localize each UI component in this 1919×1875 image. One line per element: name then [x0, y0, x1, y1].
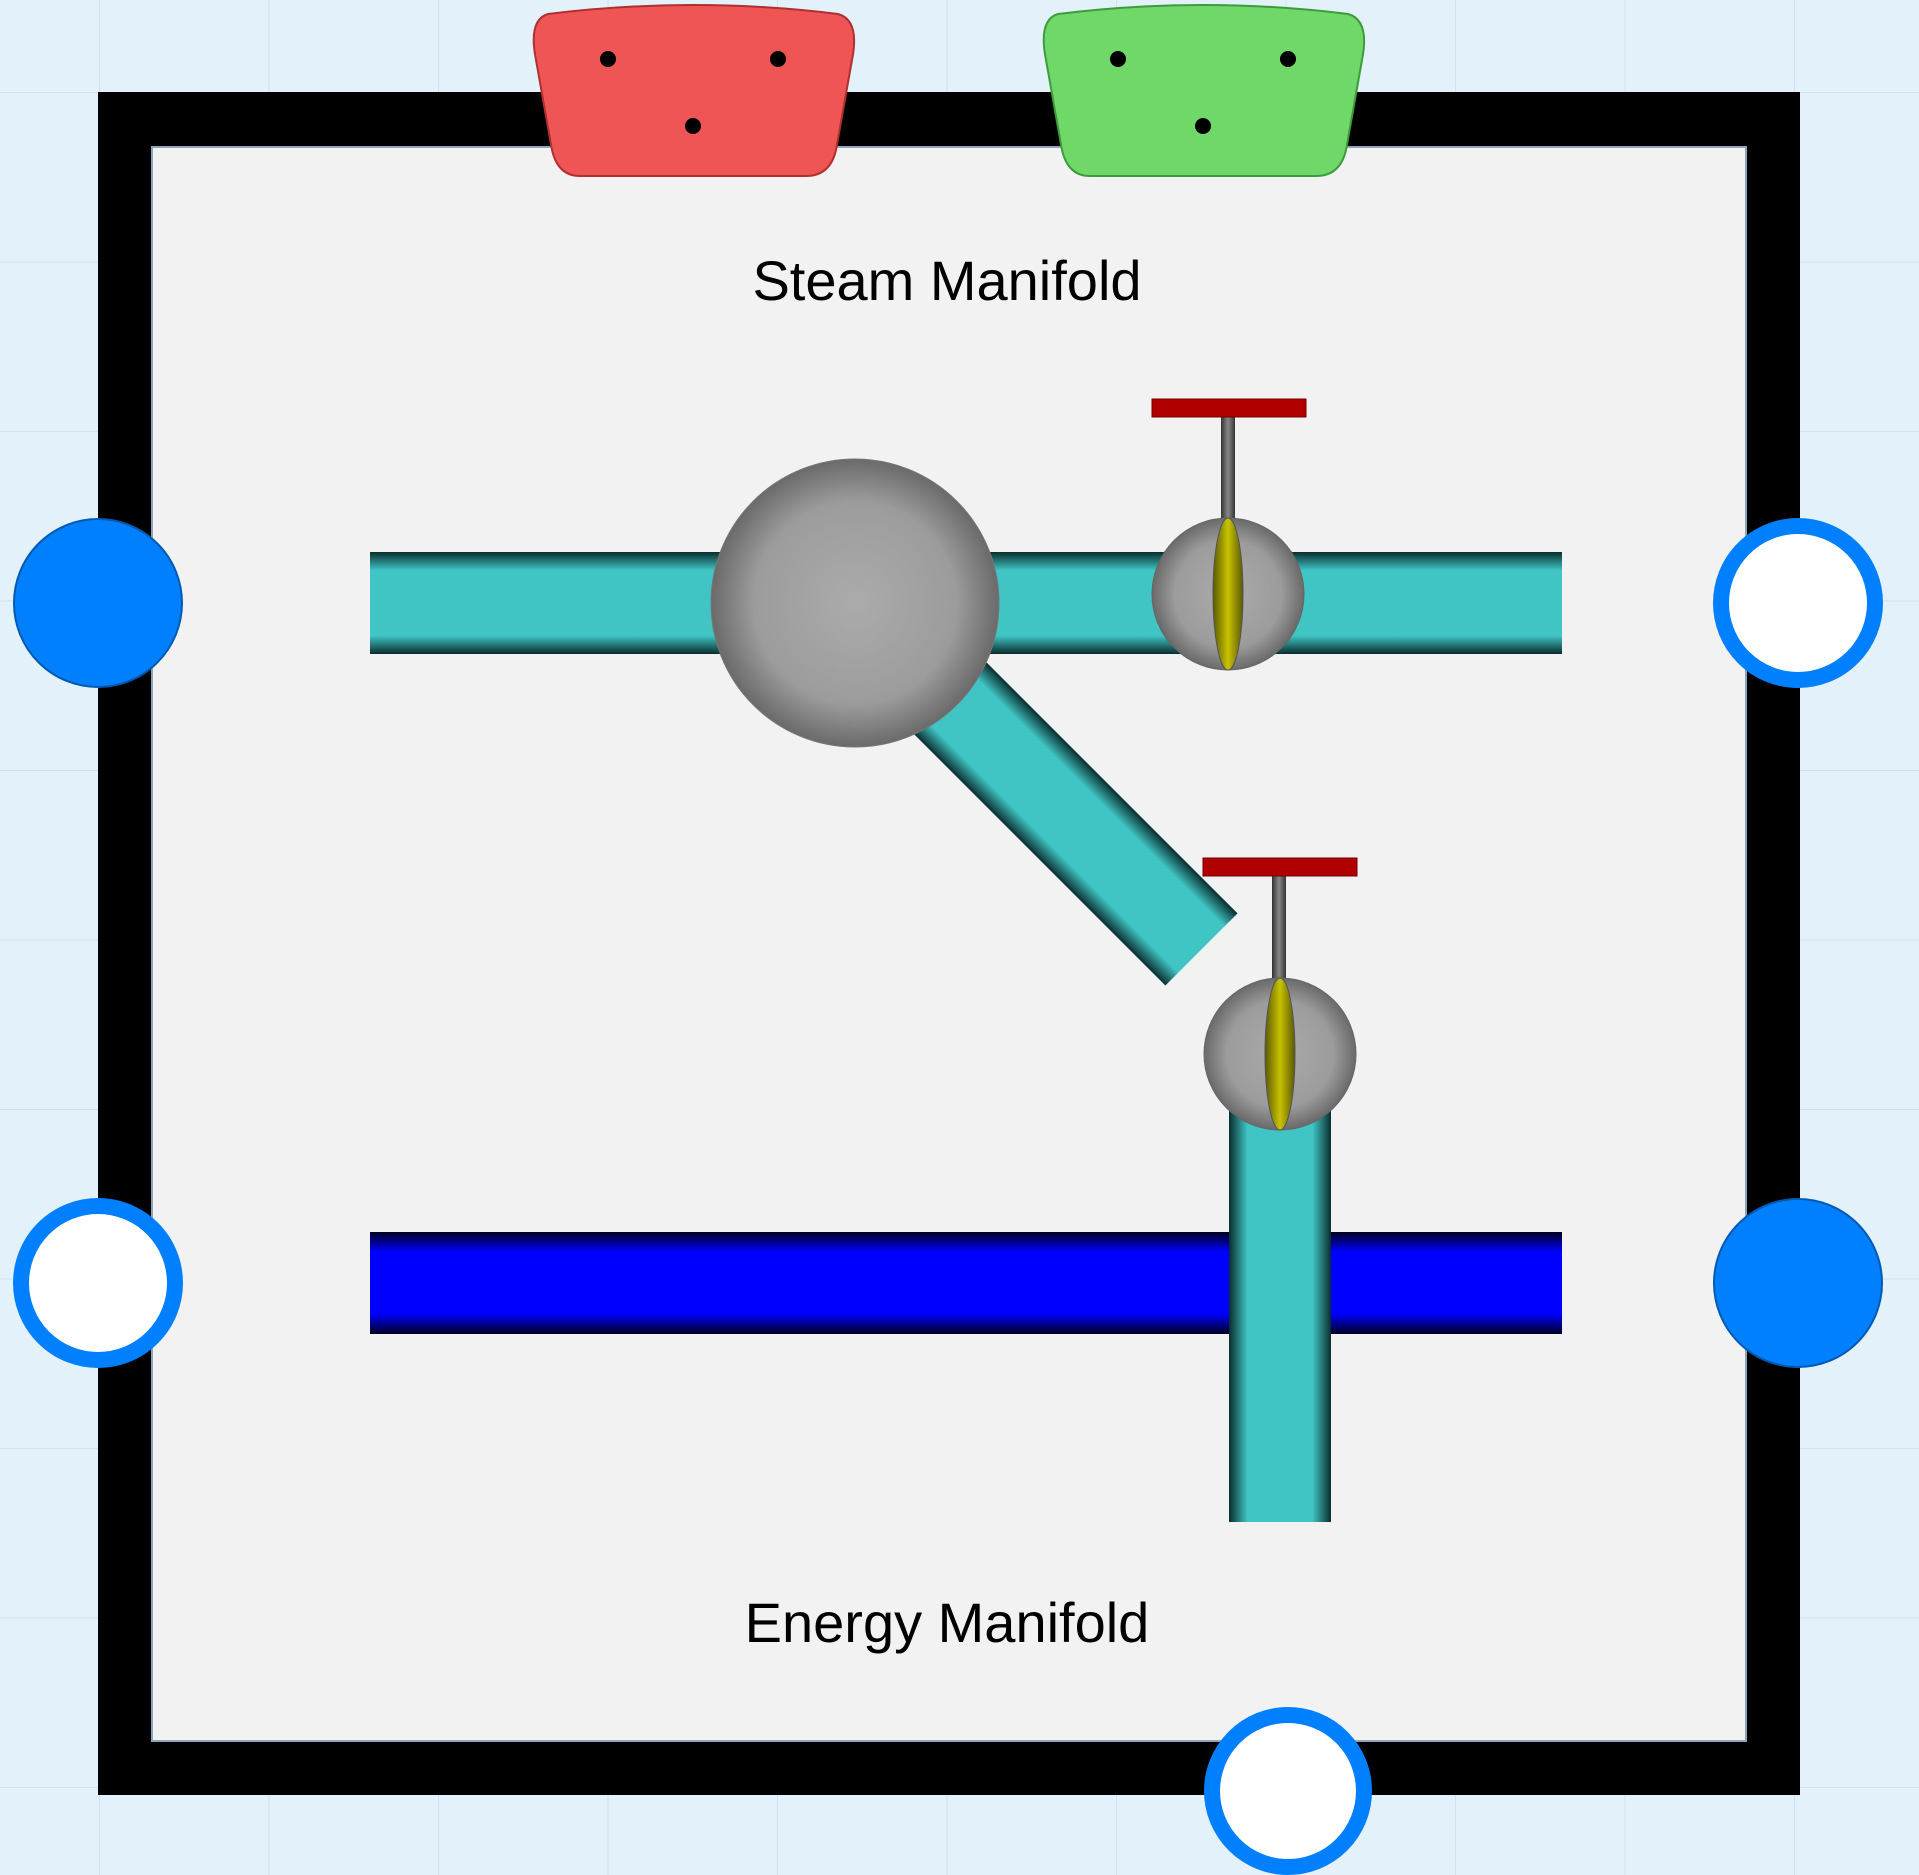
enclosure-panel	[151, 146, 1747, 1742]
valve-handle[interactable]	[1151, 398, 1307, 418]
connector-pin	[600, 51, 616, 67]
port-right-upper[interactable]	[1713, 518, 1883, 688]
connector-pin	[1195, 118, 1211, 134]
valve-stem	[1221, 417, 1235, 523]
green-connector[interactable]	[1042, 4, 1366, 177]
port-left-upper[interactable]	[13, 518, 183, 688]
lower-valve[interactable]	[1202, 857, 1358, 1131]
steam-manifold-label: Steam Manifold	[752, 249, 1141, 312]
valve-disc	[1264, 977, 1296, 1131]
valve-stem	[1272, 876, 1286, 982]
connector-pin	[1280, 51, 1296, 67]
connector-pin	[770, 51, 786, 67]
port-bottom[interactable]	[1204, 1707, 1372, 1875]
steam-pipe-vertical	[1229, 1054, 1331, 1522]
steam-junction[interactable]	[710, 458, 1000, 748]
connector-pin	[1110, 51, 1126, 67]
connector-pin	[685, 118, 701, 134]
upper-valve[interactable]	[1151, 398, 1307, 671]
port-right-lower[interactable]	[1713, 1198, 1883, 1368]
valve-disc	[1212, 517, 1244, 671]
energy-manifold-label: Energy Manifold	[745, 1591, 1150, 1654]
red-connector[interactable]	[532, 4, 856, 177]
valve-handle[interactable]	[1202, 857, 1358, 877]
port-left-lower[interactable]	[13, 1198, 183, 1368]
energy-pipe	[370, 1232, 1562, 1334]
